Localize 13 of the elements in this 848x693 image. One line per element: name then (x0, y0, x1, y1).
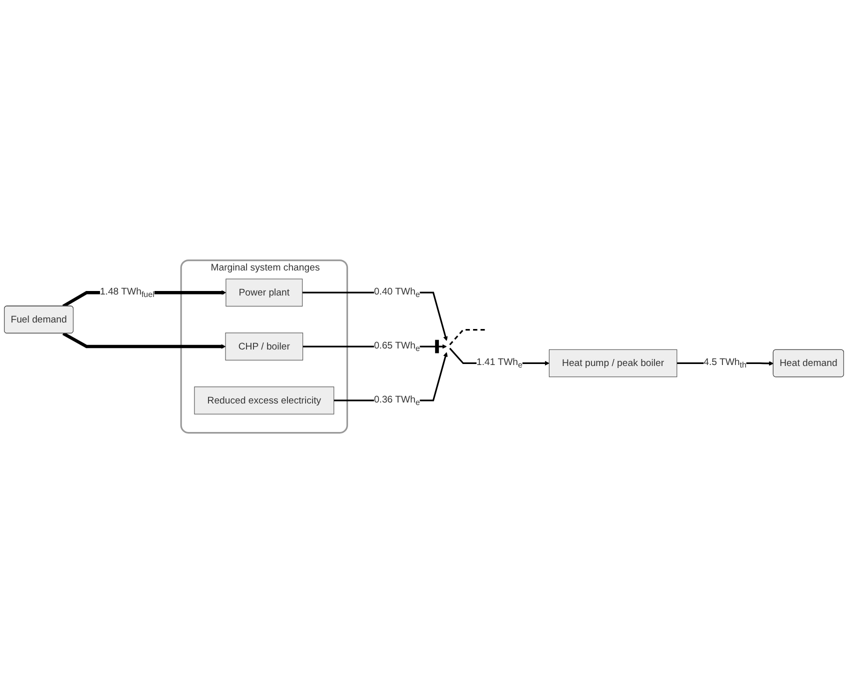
edge-label: 0.40 TWh$_{e}$ (374, 286, 420, 299)
edge-label: 4.5 TWh$_{th}$ (704, 356, 746, 370)
edge-label: 1.48 TWh$_{fuel}$ (100, 286, 154, 299)
edge-label: 0.36 TWh$_{e}$ (374, 394, 420, 407)
connector-line (449, 329, 487, 346)
node-box: CHP / boiler (225, 332, 304, 360)
node-bar (435, 340, 439, 354)
arrow (62, 332, 226, 349)
edge-label: 1.41 TWh$_{e}$ (476, 356, 522, 370)
edge-label: 0.65 TWh$_{e}$ (374, 340, 420, 353)
node-box: Power plant (226, 278, 303, 306)
node-box: Heat pump / peak boiler (548, 349, 678, 378)
node-box: Reduced excess electricity (194, 386, 334, 414)
